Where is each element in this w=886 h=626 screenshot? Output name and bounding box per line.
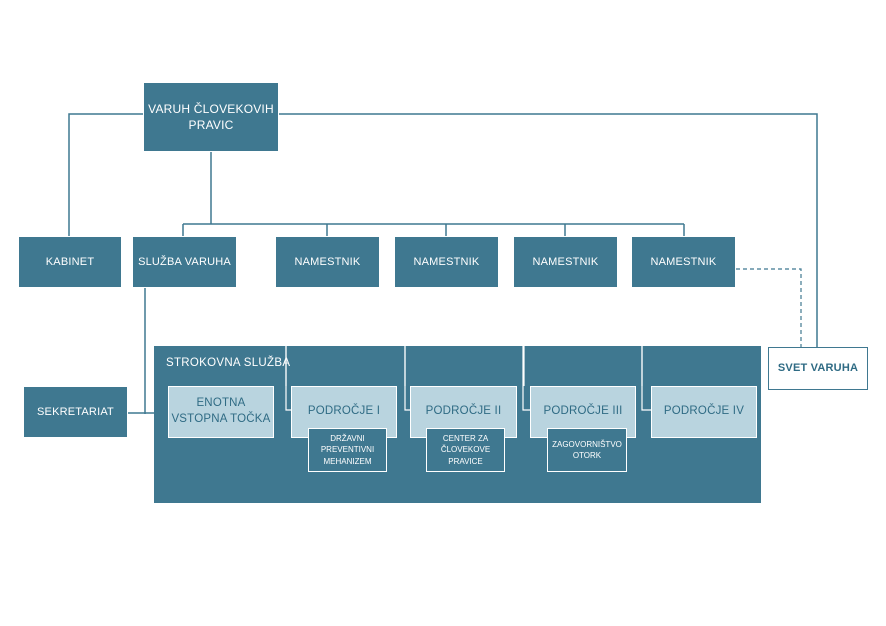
namestnik-label-3: NAMESTNIK <box>532 255 599 268</box>
root-label: VARUH ČLOVEKOVIH PRAVIC <box>148 101 274 132</box>
namestnik-box-2: NAMESTNIK <box>394 236 499 288</box>
sub-unit-box-2: CENTER ZA ČLOVEKOVE PRAVICE <box>426 428 505 472</box>
namestnik-label-4: NAMESTNIK <box>650 255 717 268</box>
kabinet-box: KABINET <box>18 236 122 288</box>
sub-unit-label-2: CENTER ZA ČLOVEKOVE PRAVICE <box>440 434 491 466</box>
podrocje-box-4: PODROČJE IV <box>651 386 757 438</box>
svet-varuha-label: SVET VARUHA <box>777 362 859 375</box>
sub-unit-box-3: ZAGOVORNIŠTVO OTORK <box>547 428 627 472</box>
enotna-vstopna-tocka-box: ENOTNA VSTOPNA TOČKA <box>168 386 274 438</box>
sub-unit-label-3: ZAGOVORNIŠTVO OTORK <box>552 439 622 460</box>
strokovna-sluzba-title: STROKOVNA SLUŽBA <box>166 357 291 369</box>
sekretariat-label: SEKRETARIAT <box>37 405 114 418</box>
svet-varuha-box: SVET VARUHA <box>768 347 868 390</box>
podrocje-label-4: PODROČJE IV <box>663 405 745 418</box>
namestnik-box-4: NAMESTNIK <box>631 236 736 288</box>
sluzba-varuha-label: SLUŽBA VARUHA <box>138 255 231 268</box>
enotna-vstopna-tocka-label: ENOTNA VSTOPNA TOČKA <box>171 397 271 425</box>
sub-unit-box-1: DRŽAVNI PREVENTIVNI MEHANIZEM <box>308 428 387 472</box>
sluzba-varuha-box: SLUŽBA VARUHA <box>132 236 237 288</box>
podrocje-label-2: PODROČJE II <box>425 405 502 418</box>
sub-unit-label-1: DRŽAVNI PREVENTIVNI MEHANIZEM <box>320 434 375 466</box>
namestnik-box-3: NAMESTNIK <box>513 236 618 288</box>
namestnik-label-2: NAMESTNIK <box>413 255 480 268</box>
connector-root-kabinet <box>68 113 144 237</box>
kabinet-label: KABINET <box>45 255 95 268</box>
podrocje-label-1: PODROČJE I <box>307 405 381 418</box>
namestnik-label-1: NAMESTNIK <box>294 255 361 268</box>
podrocje-label-3: PODROČJE III <box>543 405 623 418</box>
connector-root-svet <box>278 113 818 347</box>
sekretariat-box: SEKRETARIAT <box>23 386 128 438</box>
connector-nam-svet-dashed <box>736 268 802 347</box>
namestnik-box-1: NAMESTNIK <box>275 236 380 288</box>
root-box: VARUH ČLOVEKOVIH PRAVIC <box>143 82 279 152</box>
